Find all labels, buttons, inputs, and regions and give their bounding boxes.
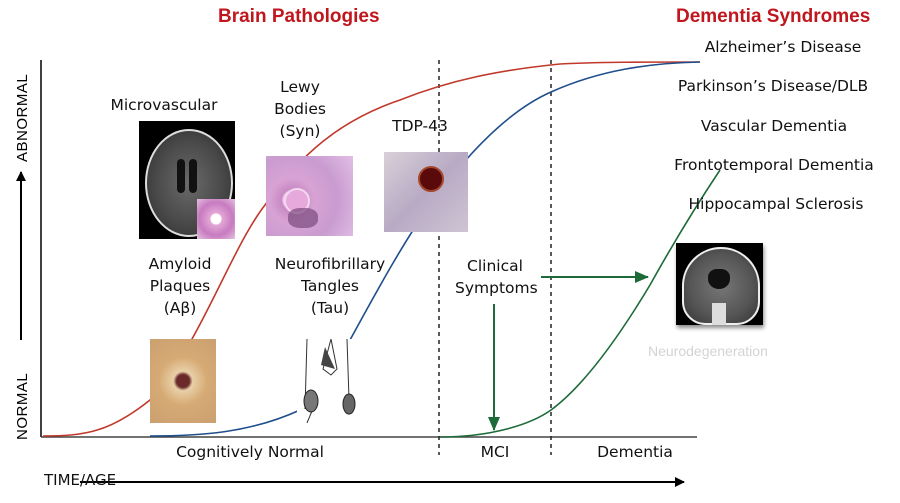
label-line: Bodies (274, 100, 326, 118)
curve-neurodegeneration (439, 169, 721, 438)
syndrome-alzheimers: Alzheimer’s Disease (704, 38, 862, 56)
label-line: Tangles (301, 277, 359, 295)
dementia-syndromes-header: Dementia Syndromes (676, 6, 871, 27)
label-line: Lewy (280, 78, 320, 96)
label-line: Clinical (467, 257, 523, 275)
histology-inset (197, 199, 235, 239)
label-line: Neurofibrillary (274, 255, 386, 273)
label-line: Amyloid (148, 255, 212, 273)
label-line: (Syn) (279, 122, 321, 140)
label-tdp43: TDP-43 (392, 117, 448, 135)
syndrome-parkinsons-dlb: Parkinson’s Disease/DLB (677, 77, 869, 95)
neuron-sketch (303, 339, 356, 423)
syndrome-hippocampal-sclerosis: Hippocampal Sclerosis (688, 195, 864, 213)
brain-pathologies-header: Brain Pathologies (218, 6, 380, 27)
y-label-abnormal: ABNORMAL (14, 74, 31, 162)
brain-mri-axial-image (139, 121, 235, 239)
tdp43-histology-image (384, 152, 468, 232)
label-line: Symptoms (455, 279, 538, 297)
label-clinical-symptoms: Clinical Symptoms (455, 255, 538, 299)
label-line: (Aβ) (163, 299, 197, 317)
stage-cognitively-normal: Cognitively Normal (176, 443, 324, 461)
y-label-normal: NORMAL (14, 373, 31, 440)
label-microvascular: Microvascular (110, 96, 218, 114)
label-neurodegeneration: Neurodegeneration (648, 343, 768, 359)
label-amyloid-plaques: Amyloid Plaques (Aβ) (140, 253, 220, 319)
amyloid-plaque-histology-image (150, 339, 216, 423)
x-axis-label-time-age: TIME/AGE (44, 471, 117, 489)
label-line: Plaques (149, 277, 211, 295)
curve-tau (149, 61, 701, 437)
label-line: (Tau) (310, 299, 350, 317)
label-neurofibrillary-tangles: Neurofibrillary Tangles (Tau) (260, 253, 400, 319)
curve-amyloid (42, 61, 701, 437)
lewy-body-histology-image (266, 156, 353, 236)
stage-dementia: Dementia (597, 443, 673, 461)
neurofibrillary-tangle-drawing (297, 339, 363, 423)
stage-mci: MCI (480, 443, 510, 461)
label-lewy-bodies: Lewy Bodies (Syn) (260, 76, 340, 142)
syndrome-frontotemporal-dementia: Frontotemporal Dementia (674, 156, 874, 174)
brain-mri-coronal-image (676, 243, 763, 325)
syndrome-vascular-dementia: Vascular Dementia (700, 117, 848, 135)
